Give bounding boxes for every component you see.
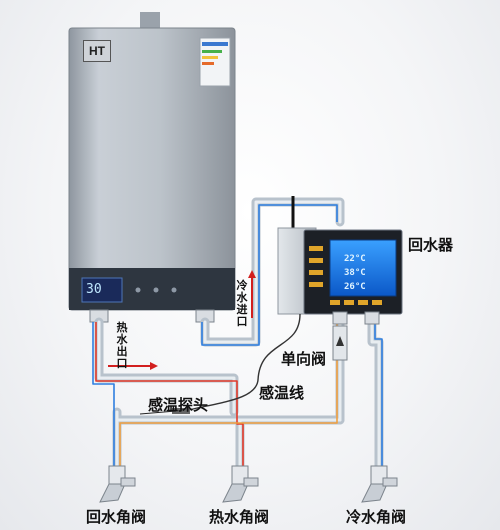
cold-main-flow-line	[374, 312, 383, 468]
check-valve-label: 单向阀	[281, 350, 327, 368]
hot-flow-line	[95, 322, 244, 468]
cold-inlet-label: 冷水进口	[236, 279, 248, 328]
recirculator-label: 回水器	[408, 236, 454, 254]
recirculator-readout-3: 26°C	[344, 282, 366, 292]
hot-angle-valve-label: 热水角阀	[209, 508, 270, 526]
heater-button-icon	[171, 287, 177, 293]
recirculator-screen	[329, 239, 397, 297]
sensor-wire	[179, 313, 301, 413]
hot-outlet-label: 热水出口	[116, 321, 128, 370]
cold-angle-valve	[361, 465, 398, 503]
return-port	[332, 311, 348, 325]
water-heater	[68, 12, 236, 323]
flow-arrows	[108, 270, 256, 370]
label-stripe	[202, 50, 222, 53]
control-button	[372, 300, 382, 305]
control-button	[309, 270, 323, 275]
flow-lines	[92, 204, 383, 468]
control-button	[344, 300, 354, 305]
control-button	[309, 282, 323, 287]
heater-display	[81, 277, 123, 303]
label-stripe	[202, 42, 228, 46]
heater-display-value: 30	[86, 282, 102, 297]
heater-brand-logo: HT	[83, 40, 111, 62]
cold-port	[364, 311, 380, 325]
return-cold-flow-line	[92, 322, 115, 468]
temp-wire-label: 感温线	[259, 384, 305, 402]
heater-flue	[140, 12, 160, 30]
return-angle-valve	[99, 465, 136, 503]
control-button	[358, 300, 368, 305]
temp-probe-label: 感温探头	[148, 396, 209, 414]
cold-arrow-icon	[248, 270, 256, 278]
probe-leader-line	[139, 410, 177, 415]
control-button	[309, 258, 323, 263]
hot-angle-valve	[222, 465, 259, 503]
cold-flow-line	[201, 204, 338, 346]
control-button	[309, 246, 323, 251]
hot-arrow-icon	[150, 362, 158, 370]
return-angle-valve-label: 回水角阀	[86, 508, 147, 526]
control-button	[330, 300, 340, 305]
label-stripe	[202, 56, 218, 59]
angle-valves	[99, 465, 398, 503]
recirculator-unit	[277, 196, 403, 325]
recirculator-readout-1: 22°C	[344, 254, 366, 264]
heater-button-icon	[153, 287, 159, 293]
temp-probe	[172, 408, 190, 414]
cold-angle-valve-label: 冷水角阀	[346, 508, 407, 526]
label-stripe	[202, 62, 214, 65]
check-valve-arrow-icon	[336, 336, 344, 346]
recirculator-readout-2: 38°C	[344, 268, 366, 278]
return-flow-line	[119, 312, 338, 468]
heater-button-icon	[135, 287, 141, 293]
